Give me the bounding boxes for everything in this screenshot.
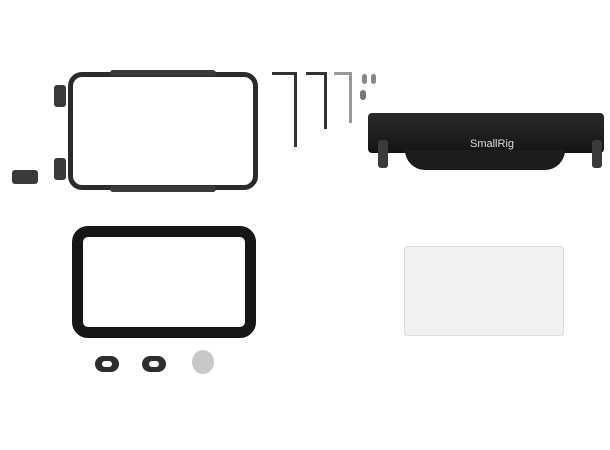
silver-mount-plate: [192, 350, 214, 374]
sunhood-right-tab: [592, 140, 602, 168]
smallrig-logo: SmallRig: [470, 138, 515, 150]
silicone-frame: [72, 226, 256, 338]
sunhood-left-tab: [378, 140, 388, 168]
sunhood-lower: [405, 150, 565, 170]
washer: [142, 356, 166, 372]
hex-key-small: [334, 72, 352, 123]
screw: [362, 74, 367, 84]
screw: [371, 74, 376, 84]
cage-left-clamp-bottom: [54, 158, 66, 180]
hex-key-large: [272, 72, 297, 147]
cage-top-rail: [110, 70, 216, 76]
screw: [360, 90, 366, 100]
washer: [95, 356, 119, 372]
screen-protector: [404, 246, 564, 336]
cage-bottom-rail: [110, 186, 216, 192]
sunhood: [368, 113, 604, 153]
monitor-cage-frame: [68, 72, 258, 190]
small-clamp: [12, 170, 38, 184]
cage-left-clamp-top: [54, 85, 66, 107]
hex-key-medium: [306, 72, 327, 129]
